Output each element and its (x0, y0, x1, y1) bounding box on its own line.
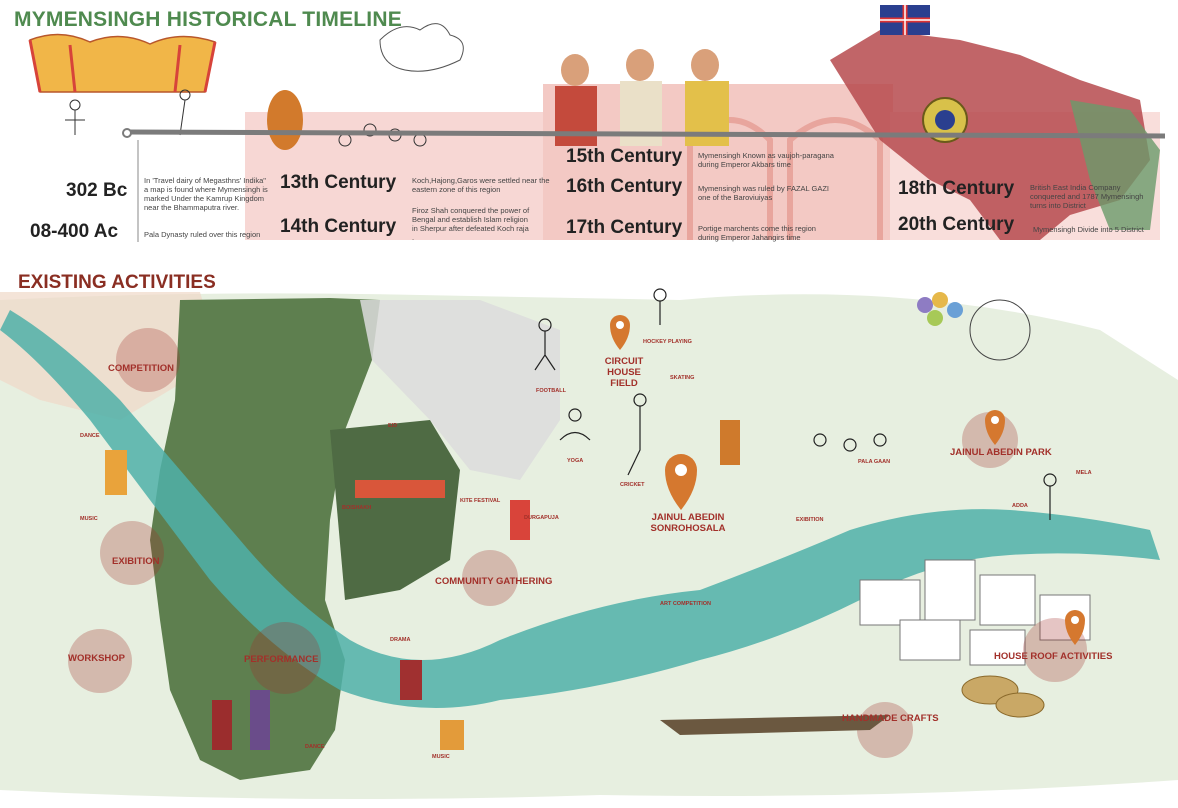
period-14th: 14th Century (280, 216, 397, 237)
desc-16th: Mymensingh was ruled by FAZAL GAZI one o… (698, 184, 830, 202)
balloons (917, 292, 963, 326)
canopy-stripes (28, 39, 217, 93)
period-15th: 15th Century (566, 146, 683, 167)
period-17th: 17th Century (566, 217, 683, 238)
label-performance: PERFORMANCE (244, 654, 319, 665)
label-art: ART COMPETITION (660, 601, 712, 607)
label-crafts: HANDMADE CRAFTS (842, 713, 939, 724)
label-yoga: YOGA (567, 458, 584, 464)
desc-17th: Portige marchents come this region durin… (698, 224, 816, 242)
label-community: COMMUNITY GATHERING (435, 576, 553, 587)
label-football: FOOTBALL (536, 388, 566, 394)
label-cricket: CRICKET (620, 482, 645, 488)
label-skating: SKATING (670, 375, 695, 381)
desc-20th: Mymensingh Divide into 5 District (1033, 225, 1144, 234)
canopy-illustration (29, 33, 216, 93)
label-drama: DRAMA (390, 637, 411, 643)
urban-area (360, 300, 560, 480)
period-302bc: 302 Bc (66, 180, 128, 201)
desc-302bc: In 'Travel dairy of Megasthns' Indika" a… (144, 176, 268, 212)
label-jainul-park: JAINUL ABEDIN PARK (950, 447, 1052, 458)
label-sonrohosala: JAINUL ABEDIN SONROHOSALA (650, 512, 726, 534)
label-kite: KITE FESTIVAL (460, 498, 501, 504)
desc-14th: Firoz Shah conquered the power of Bengal… (412, 206, 530, 242)
label-exibition-2: EXIBITION (796, 517, 824, 523)
label-circuit: CIRCUIT HOUSE FIELD (604, 356, 644, 389)
period-16th: 16th Century (566, 176, 683, 197)
label-music-2: MUSIC (432, 754, 450, 760)
timeline-graphics (28, 5, 1166, 242)
label-pala: PALA GAAN (858, 459, 891, 465)
label-mela: MELA (1076, 470, 1092, 476)
label-eid: EID (388, 423, 398, 429)
section-title: EXISTING ACTIVITIES (18, 272, 216, 293)
label-dance-1: DANCE (80, 433, 100, 439)
label-house-roof: HOUSE ROOF ACTIVITIES (994, 651, 1113, 662)
timeline-line (124, 129, 1166, 139)
performer-figures (105, 420, 740, 750)
pin-dots (616, 321, 1079, 624)
label-exibition: EXIBITION (112, 556, 160, 567)
people-sketch-1 (65, 89, 427, 147)
label-hockey: HOCKEY PLAYING (643, 339, 692, 345)
label-boishakh: BOISHAKH (342, 505, 372, 511)
people-sketches (534, 288, 1057, 520)
location-pins (610, 315, 1085, 645)
period-20th: 20th Century (898, 214, 1015, 235)
ferris-wheel (969, 299, 1031, 361)
label-durga: DURGAPUJA (524, 515, 559, 521)
label-adda: ADDA (1012, 503, 1028, 509)
house-roofs (859, 559, 1091, 666)
label-workshop: WORKSHOP (68, 653, 125, 664)
map-region-2 (330, 420, 460, 600)
page-title: MYMENSINGH HISTORICAL TIMELINE (14, 8, 402, 31)
period-08-400ac: 08-400 Ac (30, 221, 119, 242)
tree-sketch (379, 23, 464, 72)
desc-08-400ac: Pala Dynasty ruled over this region (144, 230, 261, 239)
label-dance-2: DANCE (305, 744, 325, 750)
period-18th: 18th Century (898, 178, 1015, 199)
river (0, 310, 1160, 708)
desc-13th: Koch,Hajong,Garos were settled near the … (412, 176, 550, 194)
baskets (961, 675, 1045, 718)
boat (660, 715, 890, 735)
desc-18th: British East India Company conquered and… (1030, 183, 1144, 210)
desc-15th: Mymensingh Known as vaujoh-paragana duri… (698, 151, 834, 169)
hatched-area (0, 292, 220, 420)
label-music-1: MUSIC (80, 516, 98, 522)
label-competition: COMPETITION (108, 363, 174, 374)
bangladesh-map (1070, 100, 1160, 230)
period-13th: 13th Century (280, 172, 397, 193)
